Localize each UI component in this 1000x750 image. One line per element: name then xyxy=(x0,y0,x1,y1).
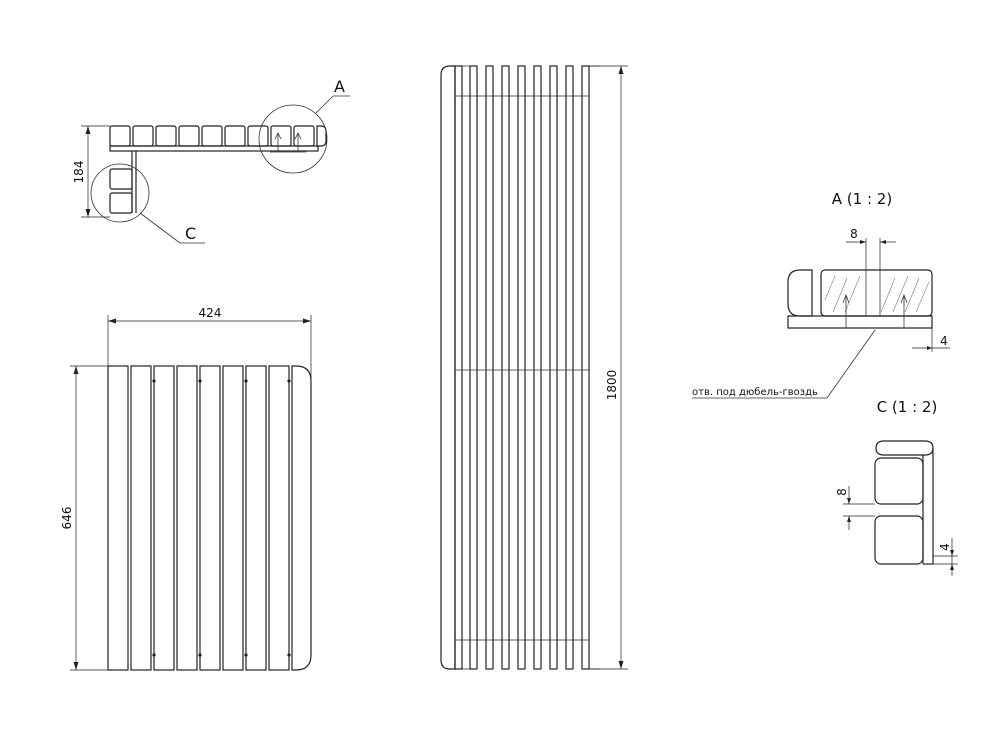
detail-c: C (1 : 2) 8 4 xyxy=(835,398,958,576)
detail-a-hatch xyxy=(824,275,930,313)
dimension-184: 184 xyxy=(72,125,110,218)
long-end-cap xyxy=(440,65,456,670)
detail-a-screws xyxy=(842,293,908,328)
front-slats xyxy=(107,365,312,671)
callout-c-label: C xyxy=(185,224,196,243)
detail-a-dim-4: 4 xyxy=(940,334,948,348)
detail-c-title: C (1 : 2) xyxy=(877,398,938,416)
detail-c-dim-8: 8 xyxy=(835,488,849,496)
detail-a: A (1 : 2) 8 xyxy=(692,190,950,399)
detail-a-dim-8: 8 xyxy=(850,227,858,241)
dim-label-646: 646 xyxy=(60,507,74,530)
section-view: A C 184 xyxy=(72,77,350,244)
section-legs xyxy=(109,151,137,214)
support-bar xyxy=(109,145,319,152)
dimension-646: 646 xyxy=(60,365,108,671)
front-view: 424 646 xyxy=(60,306,312,671)
long-view: 1800 xyxy=(440,65,628,670)
dim-label-424: 424 xyxy=(199,306,222,320)
dimension-424: 424 xyxy=(107,306,312,383)
detail-c-circle xyxy=(90,163,150,223)
callout-a-label: A xyxy=(334,77,345,96)
dim-label-184: 184 xyxy=(72,161,86,184)
long-slats xyxy=(454,65,600,670)
section-slats xyxy=(109,125,327,147)
detail-a-circle xyxy=(258,104,328,174)
detail-c-dim-4: 4 xyxy=(938,543,952,551)
screw-icons xyxy=(270,132,306,153)
detail-a-note: отв. под дюбель-гвоздь xyxy=(692,387,818,398)
dimension-1800: 1800 xyxy=(589,65,628,670)
dim-label-1800: 1800 xyxy=(605,370,619,401)
detail-a-title: A (1 : 2) xyxy=(832,190,892,208)
